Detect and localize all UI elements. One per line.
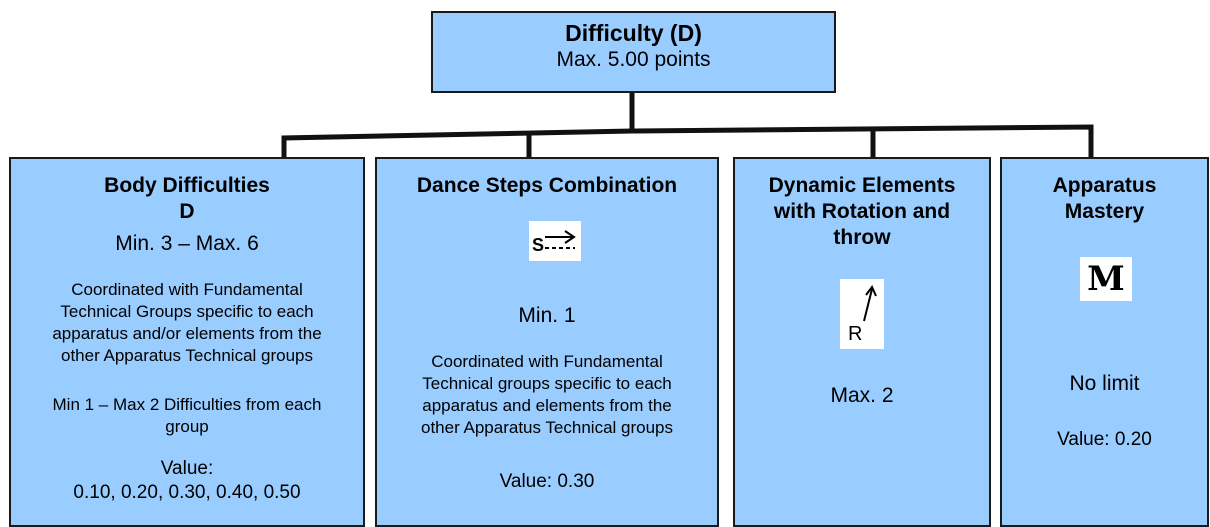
note-line: group [165,417,209,436]
desc-line: Coordinated with Fundamental [71,280,303,299]
desc-line: apparatus and/or elements from the [52,324,322,343]
body-difficulties-value-label: Value: [160,458,214,479]
body-difficulties-description: Coordinated with Fundamental Technical G… [11,279,363,367]
desc-line: other Apparatus Technical groups [420,418,674,437]
apparatus-mastery-value: Value: 0.20 [1057,429,1152,450]
dance-steps-icon-letter: S [532,235,545,255]
dance-steps-range: Min. 1 [518,304,576,327]
dance-steps-box: Dance Steps Combination S Min. 1 Coordin… [375,157,719,527]
mastery-m-icon: M [1080,257,1132,301]
desc-line: Technical groups specific to each [422,374,672,393]
root-subtitle: Max. 5.00 points [556,48,711,71]
connector-lines [281,93,1094,157]
connector-bar [281,124,1094,157]
title-line: with Rotation and [773,200,951,223]
root-title: Difficulty (D) [565,20,702,46]
desc-line: other Apparatus Technical groups [60,346,314,365]
rotation-arrow-glyph [863,285,877,322]
body-difficulties-value: 0.10, 0.20, 0.30, 0.40, 0.50 [73,482,301,503]
apparatus-mastery-limit: No limit [1069,372,1140,395]
body-difficulties-range: Min. 3 – Max. 6 [115,232,259,255]
title-line: Dynamic Elements [768,174,956,197]
note-line: Min 1 – Max 2 Difficulties from each [52,395,322,414]
dynamic-elements-range: Max. 2 [830,384,894,407]
desc-line: Coordinated with Fundamental [431,352,663,371]
body-difficulties-symbol: D [179,200,195,223]
body-difficulties-note: Min 1 – Max 2 Difficulties from each gro… [11,394,363,438]
body-difficulties-box: Body Difficulties D Min. 3 – Max. 6 Coor… [9,157,365,527]
mastery-icon-letter: M [1087,259,1125,299]
title-line: Apparatus [1052,174,1157,197]
desc-line: apparatus and elements from the [422,396,672,415]
apparatus-mastery-title: Apparatus Mastery [1002,173,1207,225]
dance-arrow-glyph [545,230,576,249]
dynamic-elements-box: Dynamic Elements with Rotation and throw… [733,157,991,527]
dance-steps-arrow-icon: S [529,221,581,261]
dance-steps-value: Value: 0.30 [499,471,595,492]
difficulty-root-box: Difficulty (D) Max. 5.00 points [431,11,836,93]
dance-steps-title: Dance Steps Combination [416,174,678,197]
rotation-throw-arrow-icon: R [840,279,884,349]
body-difficulties-title: Body Difficulties [104,174,270,197]
apparatus-mastery-box: Apparatus Mastery M No limit Value: 0.20 [1000,157,1209,527]
title-line: Mastery [1064,200,1145,223]
desc-line: Technical Groups specific to each [60,302,314,321]
rotation-icon-letter: R [848,323,863,345]
dynamic-elements-title: Dynamic Elements with Rotation and throw [735,173,989,251]
dance-steps-description: Coordinated with Fundamental Technical g… [377,351,717,439]
title-line: throw [833,226,891,249]
